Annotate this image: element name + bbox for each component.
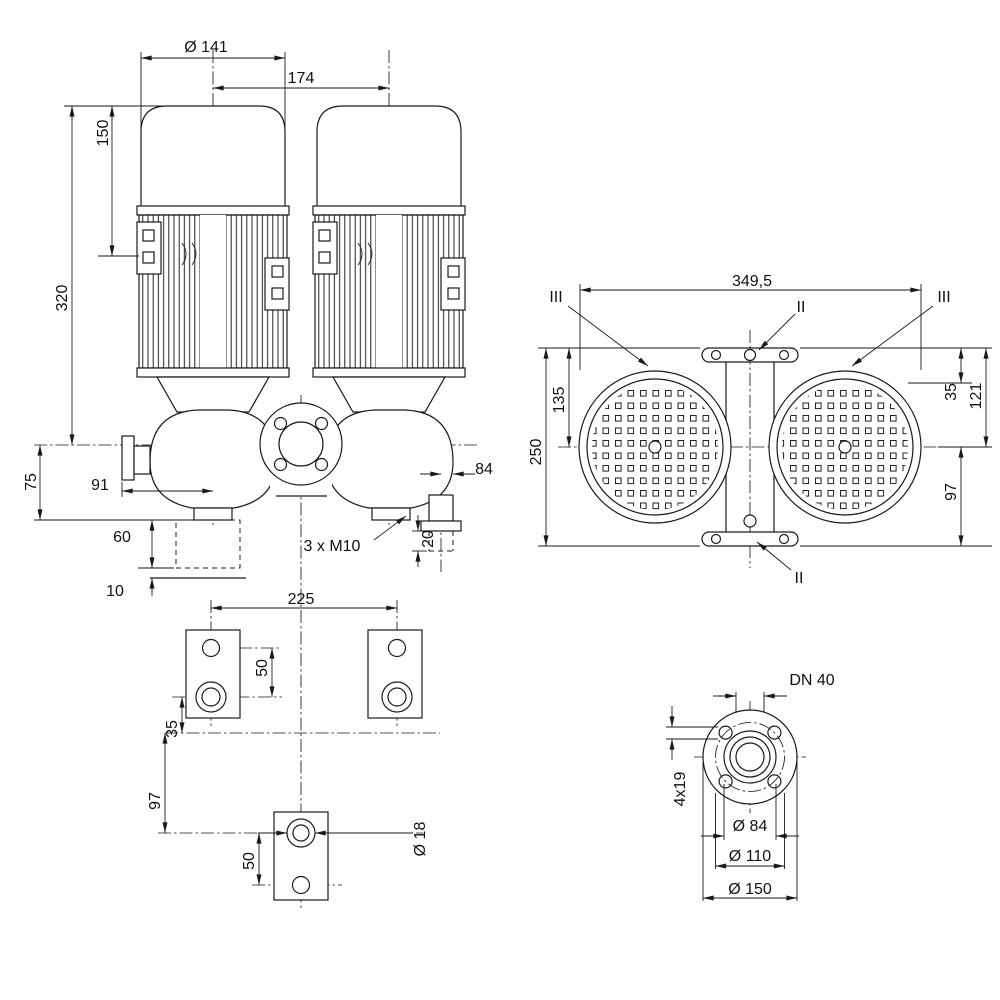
label-bolts-m10: 3 x M10: [304, 538, 361, 555]
dim-97-plan: 97: [943, 483, 960, 501]
top-port-flange: [701, 347, 799, 363]
dim-d110: Ø 110: [729, 848, 772, 865]
dim-225: 225: [288, 591, 315, 608]
foundation-view: 225 50 35 97 50 Ø 18: [147, 591, 440, 901]
mounting-pad-lower: [273, 811, 329, 901]
dim-50-lower: 50: [241, 852, 258, 870]
motor-left: [136, 105, 290, 413]
section-marker-bottom: II: [795, 570, 804, 587]
dim-overall-width: 349,5: [732, 273, 772, 290]
motor-right: [312, 105, 466, 413]
dim-91: 91: [91, 477, 109, 494]
right-port: [428, 494, 454, 522]
flange-view: DN 40 4x19 Ø 84 Ø 110 Ø 150: [666, 672, 835, 901]
dim-84: 84: [475, 461, 493, 478]
dim-320: 320: [54, 285, 71, 312]
pump-foot-right: [371, 507, 411, 521]
dim-motor-diameter: Ø 141: [184, 39, 228, 56]
section-marker-top: II: [797, 299, 806, 316]
dim-d84: Ø 84: [733, 818, 768, 835]
plan-view: 349,5 III III II II 135 250 35 121 97: [528, 273, 992, 587]
dim-35-plan: 35: [943, 383, 960, 401]
foundation-block: [175, 519, 241, 569]
bottom-port-flange: [701, 514, 799, 547]
section-marker-right: III: [937, 289, 950, 306]
dim-20: 20: [420, 530, 437, 548]
dim-35-foundation: 35: [164, 720, 181, 738]
label-dn40: DN 40: [789, 672, 834, 689]
mounting-pad-right: [367, 629, 423, 719]
section-marker-left: III: [549, 289, 562, 306]
dim-97-foundation: 97: [147, 792, 164, 810]
fan-cover-right: [768, 370, 922, 524]
dim-150: 150: [95, 120, 112, 147]
dim-10: 10: [106, 583, 124, 600]
pump-housing: [121, 402, 462, 579]
dim-spacing-174: 174: [288, 70, 315, 87]
fan-cover-left: [578, 370, 732, 524]
dim-250: 250: [528, 439, 545, 466]
dim-121: 121: [968, 383, 985, 410]
dim-d150: Ø 150: [728, 881, 772, 898]
flange-outer: [702, 709, 798, 805]
dim-50-upper: 50: [254, 659, 271, 677]
dim-135: 135: [551, 387, 568, 414]
dim-60: 60: [113, 529, 131, 546]
bolt-circle: [715, 722, 785, 792]
front-view: Ø 141 174 150 320 75 91 60 10 3 x M10 20…: [23, 39, 493, 910]
discharge-flange: [259, 402, 343, 486]
mounting-pad-left: [185, 629, 241, 719]
left-port: [121, 435, 135, 481]
label-bolt-holes: 4x19: [672, 772, 689, 807]
dim-75: 75: [23, 473, 40, 491]
pump-foot-left: [193, 507, 233, 521]
dim-hole-diameter: Ø 18: [412, 822, 429, 857]
